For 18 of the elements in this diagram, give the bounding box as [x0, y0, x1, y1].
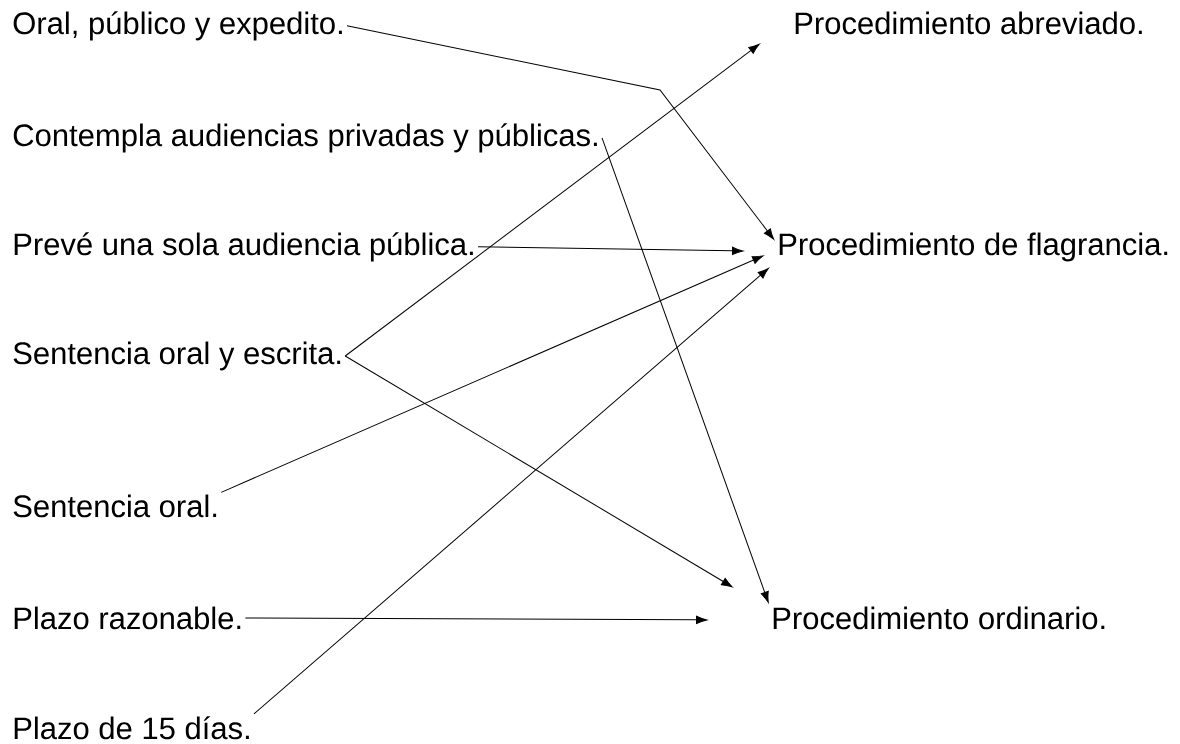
arrow — [344, 355, 733, 588]
item-text: Procedimiento ordinario. — [773, 606, 1105, 630]
arrow — [601, 137, 769, 603]
item-text: Plazo razonable. — [14, 606, 241, 630]
item-text: Plazo de 15 días. — [14, 716, 249, 740]
arrow — [253, 267, 769, 715]
arrow — [346, 25, 775, 240]
arrow — [477, 246, 744, 255]
item-text: Prevé una sola audiencia pública. — [14, 232, 473, 262]
item-text: Sentencia oral. — [13, 494, 217, 518]
item-text: Sentencia oral y escrita. — [13, 341, 341, 371]
arrow — [220, 255, 764, 493]
item-text: Oral, público y expedito. — [13, 11, 342, 41]
arrow — [344, 43, 760, 357]
item-text: Procedimiento abreviado. — [795, 11, 1142, 35]
item-text: Contempla audiencias privadas y públicas. — [13, 123, 597, 153]
item-text: Procedimiento de flagrancia. — [779, 232, 1168, 262]
arrow — [244, 615, 708, 625]
